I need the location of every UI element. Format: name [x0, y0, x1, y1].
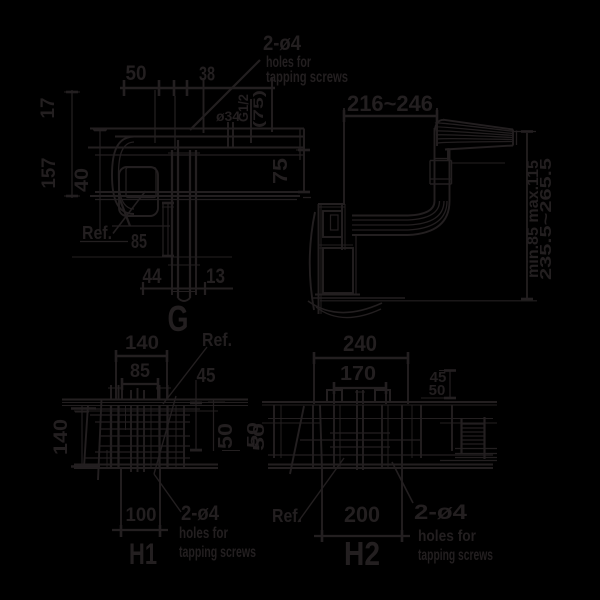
svg-text:170: 170 — [340, 363, 376, 385]
svg-text:H2: H2 — [344, 535, 380, 572]
svg-text:44: 44 — [143, 265, 162, 288]
svg-text:85: 85 — [130, 361, 150, 382]
svg-text:holes for: holes for — [266, 54, 311, 71]
svg-text:2-ø4: 2-ø4 — [414, 501, 467, 524]
svg-text:240: 240 — [343, 331, 377, 356]
svg-text:45: 45 — [430, 369, 447, 386]
svg-text:100: 100 — [126, 505, 157, 526]
svg-text:17: 17 — [38, 98, 59, 119]
svg-text:Ref.: Ref. — [82, 223, 112, 243]
svg-text:G: G — [168, 298, 189, 339]
svg-text:2-ø4: 2-ø4 — [263, 32, 301, 55]
svg-text:Ref.: Ref. — [202, 330, 232, 350]
svg-text:H1: H1 — [129, 538, 157, 571]
svg-text:40: 40 — [72, 168, 93, 192]
svg-text:85: 85 — [131, 231, 147, 253]
svg-text:holes for: holes for — [179, 525, 228, 542]
svg-text:140: 140 — [125, 333, 159, 354]
svg-text:13: 13 — [206, 265, 225, 288]
svg-text:2-ø4: 2-ø4 — [181, 502, 219, 525]
svg-text:50: 50 — [245, 422, 262, 448]
svg-text:45: 45 — [197, 365, 216, 387]
svg-text:50: 50 — [429, 382, 446, 399]
svg-text:ø34: ø34 — [216, 108, 240, 124]
svg-text:50: 50 — [215, 423, 237, 449]
svg-text:tapping screws: tapping screws — [179, 544, 256, 561]
svg-text:tapping screws: tapping screws — [418, 547, 493, 564]
svg-text:holes for: holes for — [418, 528, 476, 545]
svg-text:140: 140 — [51, 419, 72, 455]
svg-text:75: 75 — [270, 158, 292, 184]
svg-text:38: 38 — [199, 64, 215, 86]
svg-text:50: 50 — [251, 423, 268, 451]
svg-text:G1/2: G1/2 — [235, 94, 251, 122]
svg-text:Ref.: Ref. — [272, 506, 302, 526]
svg-text:200: 200 — [344, 502, 380, 527]
svg-text:tapping screws: tapping screws — [266, 69, 348, 86]
svg-text:216~246: 216~246 — [347, 91, 433, 116]
svg-text:50: 50 — [126, 62, 147, 85]
svg-text:157: 157 — [39, 158, 60, 189]
svg-text:min.85 max.115: min.85 max.115 — [525, 160, 542, 278]
svg-text:235.5~265.5: 235.5~265.5 — [538, 158, 555, 280]
svg-text:(75): (75) — [250, 90, 266, 128]
